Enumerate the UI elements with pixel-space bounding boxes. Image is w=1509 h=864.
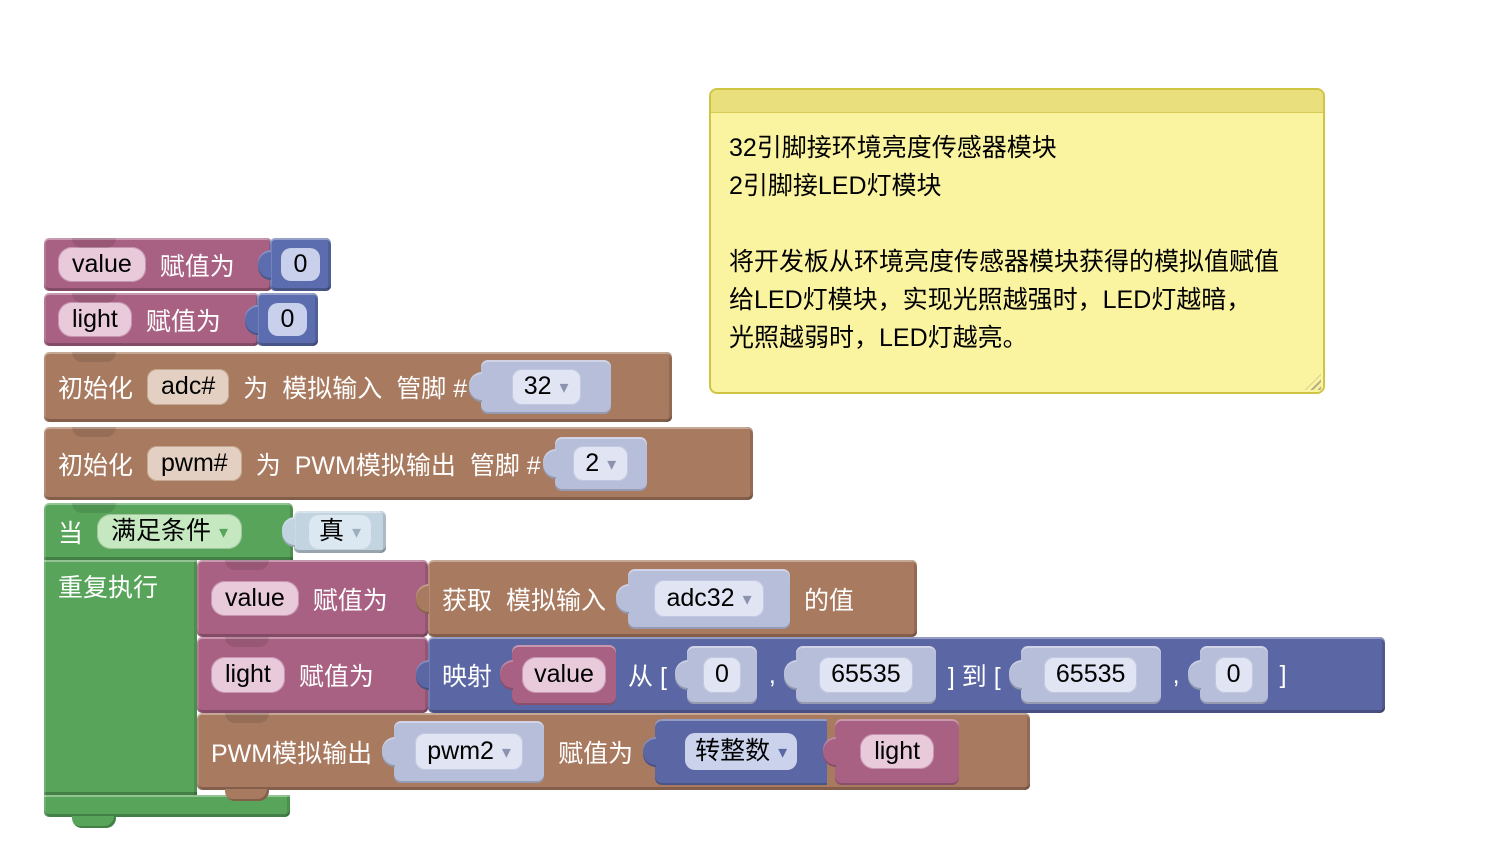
block-set-value-init[interactable]: value 赋值为: [44, 238, 272, 291]
block-set-light-loop[interactable]: light 赋值为: [197, 637, 428, 713]
name-field-pwm[interactable]: pwm#: [147, 445, 242, 482]
comment-header-bar[interactable]: [711, 90, 1323, 113]
block-set-value-loop[interactable]: value 赋值为: [197, 560, 428, 637]
device-dropdown[interactable]: adc32 ▾: [654, 579, 764, 618]
device-dropdown-block[interactable]: pwm2 ▾: [382, 720, 545, 783]
when-label: 当: [58, 519, 84, 548]
to-label: ] 到 [: [947, 663, 1001, 691]
block-set-light-init[interactable]: light 赋值为: [44, 293, 259, 346]
variable-field-value[interactable]: value: [58, 246, 146, 283]
variable-field-light[interactable]: light: [58, 301, 132, 338]
condition-dropdown[interactable]: 满足条件 ▾: [97, 513, 243, 550]
as-label: 为: [243, 375, 269, 403]
dropdown-arrow-icon[interactable]: ▾: [219, 521, 229, 542]
number-field[interactable]: 0: [280, 247, 321, 282]
boolean-dropdown[interactable]: 真 ▾: [308, 515, 372, 549]
variable-block-value[interactable]: value: [500, 645, 617, 705]
number-block-value-init[interactable]: 0: [258, 238, 331, 291]
number-field[interactable]: 65535: [1043, 657, 1138, 693]
number-field[interactable]: 0: [267, 302, 308, 337]
pin-dropdown-block[interactable]: 2 ▾: [542, 436, 647, 491]
from-label: 从 [: [628, 663, 667, 691]
repeat-label: 重复执行: [58, 574, 159, 602]
mode-label: PWM模拟输出: [294, 451, 456, 480]
block-map[interactable]: 映射 value 从 [ 0 , 65535 ] 到 [ 65535 , 0 ]: [416, 637, 1385, 713]
variable-block-light[interactable]: light: [823, 718, 960, 785]
name-field-adc[interactable]: adc#: [147, 369, 230, 405]
value-of-label: 的值: [804, 586, 855, 615]
cast-dropdown[interactable]: 转整数 ▾: [685, 732, 798, 771]
pin-label: 管脚 #: [469, 451, 541, 480]
init-label: 初始化: [58, 451, 134, 480]
assign-label: 赋值为: [558, 739, 634, 768]
variable-field-value[interactable]: value: [211, 580, 299, 617]
pin-dropdown[interactable]: 2 ▾: [573, 445, 629, 482]
number-field[interactable]: 0: [702, 657, 741, 693]
number-shadow-block[interactable]: 0: [674, 646, 757, 704]
number-field[interactable]: 65535: [819, 657, 913, 693]
dropdown-arrow-icon[interactable]: ▾: [501, 741, 511, 762]
dropdown-arrow-icon[interactable]: ▾: [742, 588, 752, 609]
get-label: 获取: [442, 586, 493, 615]
block-while-loop-spine[interactable]: 重复执行: [44, 560, 197, 795]
pin-dropdown[interactable]: 32 ▾: [511, 369, 581, 405]
mode-label: 模拟输入: [282, 375, 383, 403]
assign-label: 赋值为: [312, 586, 388, 615]
device-dropdown[interactable]: pwm2 ▾: [415, 732, 523, 771]
number-shadow-block[interactable]: 65535: [1008, 646, 1161, 704]
pwm-output-label: PWM模拟输出: [211, 739, 373, 768]
comma-label: ,: [1172, 660, 1180, 689]
resize-handle-icon[interactable]: [1305, 374, 1321, 390]
assign-label: 赋值为: [145, 307, 221, 336]
number-shadow-block[interactable]: 65535: [783, 646, 936, 704]
boolean-block-true[interactable]: 真 ▾: [282, 511, 386, 553]
dropdown-arrow-icon[interactable]: ▾: [778, 741, 788, 762]
map-label: 映射: [442, 663, 493, 691]
close-bracket-label: ]: [1279, 660, 1287, 689]
block-pwm-write[interactable]: PWM模拟输出 pwm2 ▾ 赋值为 转整数 ▾ light: [197, 713, 1030, 801]
block-read-adc[interactable]: 获取 模拟输入 adc32 ▾ 的值: [416, 560, 917, 637]
comment-text[interactable]: 32引脚接环境亮度传感器模块 2引脚接LED灯模块 将开发板从环境亮度传感器模块…: [729, 134, 1280, 352]
device-dropdown-block[interactable]: adc32 ▾: [616, 568, 791, 629]
block-init-pwm[interactable]: 初始化 pwm# 为 PWM模拟输出 管脚 # 2 ▾: [44, 427, 753, 500]
variable-field-value[interactable]: value: [522, 657, 606, 693]
dropdown-arrow-icon[interactable]: ▾: [351, 522, 362, 542]
dropdown-arrow-icon[interactable]: ▾: [607, 453, 617, 474]
block-while-loop-footer[interactable]: [44, 795, 290, 828]
pin-label: 管脚 #: [396, 375, 468, 403]
comma-label: ,: [768, 660, 776, 689]
cast-int-block[interactable]: 转整数 ▾: [643, 718, 828, 785]
variable-field-light[interactable]: light: [860, 733, 935, 770]
assign-label: 赋值为: [298, 663, 374, 691]
pin-dropdown-block[interactable]: 32 ▾: [469, 360, 612, 414]
number-field[interactable]: 0: [1214, 657, 1253, 693]
init-label: 初始化: [58, 375, 134, 403]
block-init-adc[interactable]: 初始化 adc# 为 模拟输入 管脚 # 32 ▾: [44, 352, 672, 422]
number-shadow-block[interactable]: 0: [1187, 646, 1268, 704]
number-block-light-init[interactable]: 0: [245, 293, 318, 346]
as-label: 为: [255, 451, 281, 480]
dropdown-arrow-icon[interactable]: ▾: [559, 377, 569, 397]
mode-label: 模拟输入: [506, 586, 607, 615]
block-while-loop-header[interactable]: 当 满足条件 ▾: [44, 503, 293, 560]
comment-bubble[interactable]: 32引脚接环境亮度传感器模块 2引脚接LED灯模块 将开发板从环境亮度传感器模块…: [709, 88, 1325, 394]
assign-label: 赋值为: [159, 252, 235, 281]
variable-field-light[interactable]: light: [211, 657, 285, 693]
